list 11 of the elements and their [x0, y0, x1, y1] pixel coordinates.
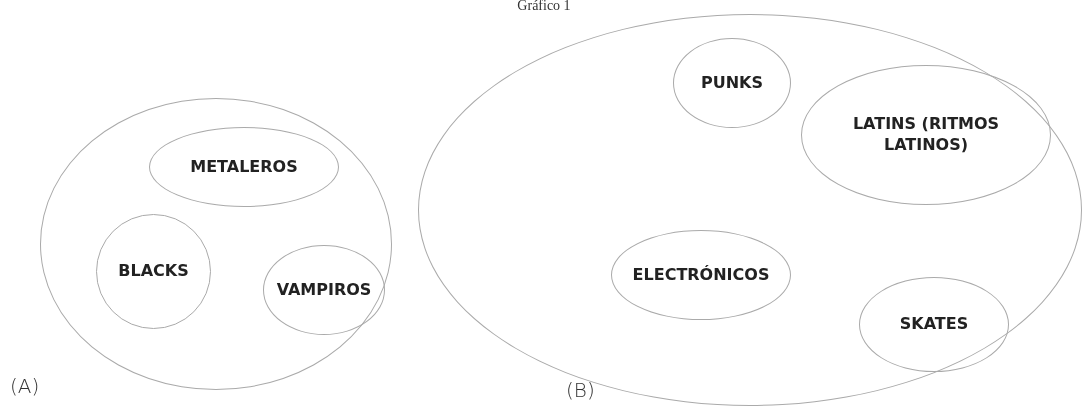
- category-label: BLACKS: [118, 261, 189, 282]
- category-label: SKATES: [899, 314, 969, 335]
- category-label: PUNKS: [701, 72, 763, 94]
- category-label: LATINS (RITMOS LATINOS): [851, 114, 1001, 156]
- category-label: ELECTRÓNICOS: [632, 264, 770, 286]
- category-ellipse: [859, 277, 1009, 372]
- category-label: VAMPIROS: [276, 279, 372, 301]
- panel-letter: (A): [10, 374, 40, 398]
- figure-title: Gráfico 1: [517, 0, 571, 13]
- panel-letter: (B): [566, 378, 595, 402]
- category-label: METALEROS: [190, 156, 298, 178]
